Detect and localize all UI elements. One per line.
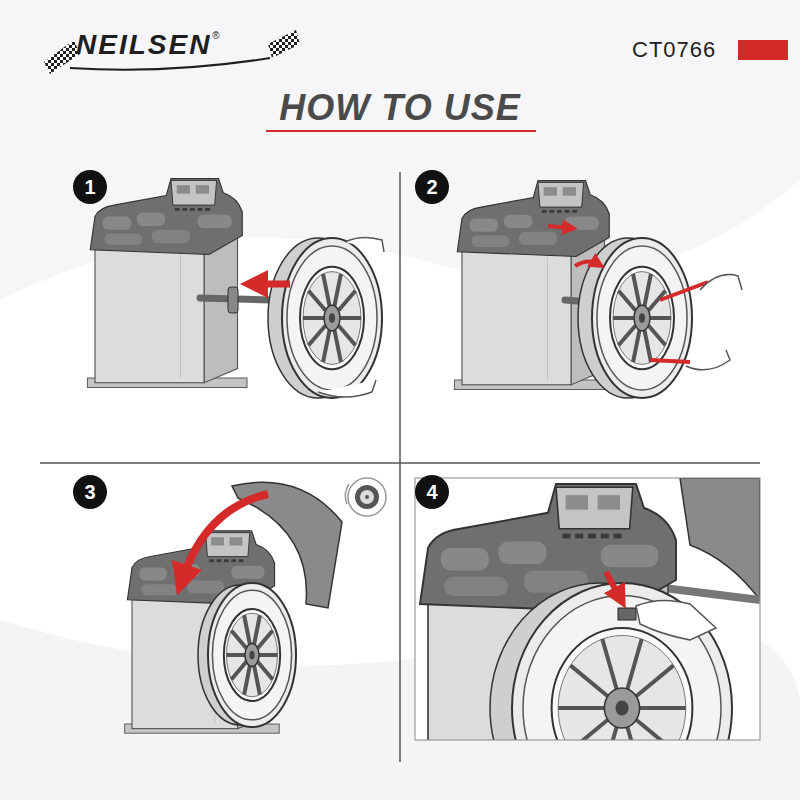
step-number-circle: 3 [73,475,107,509]
step-number: 1 [84,177,95,197]
checkered-flag [268,30,300,58]
step-number: 2 [426,177,437,197]
step-number: 3 [84,482,95,502]
registered-mark: ® [212,30,219,41]
panel-frame [415,478,760,740]
panel-divider [399,172,401,762]
title-underline [266,130,536,132]
step-number-circle: 2 [415,170,449,204]
red-bar [738,40,788,60]
step3-illustration [125,478,386,733]
step-number-circle: 1 [73,170,107,204]
page-title: HOW TO USE [279,88,520,128]
panel-divider [40,462,760,464]
step-number-circle: 4 [415,475,449,509]
step-number: 4 [426,482,437,502]
step2-illustration [454,181,742,399]
product-code: CT0766 [632,38,716,62]
brand-logo: NEILSEN [76,30,211,61]
step1-illustration [87,179,384,399]
step4-illustration [415,478,760,740]
